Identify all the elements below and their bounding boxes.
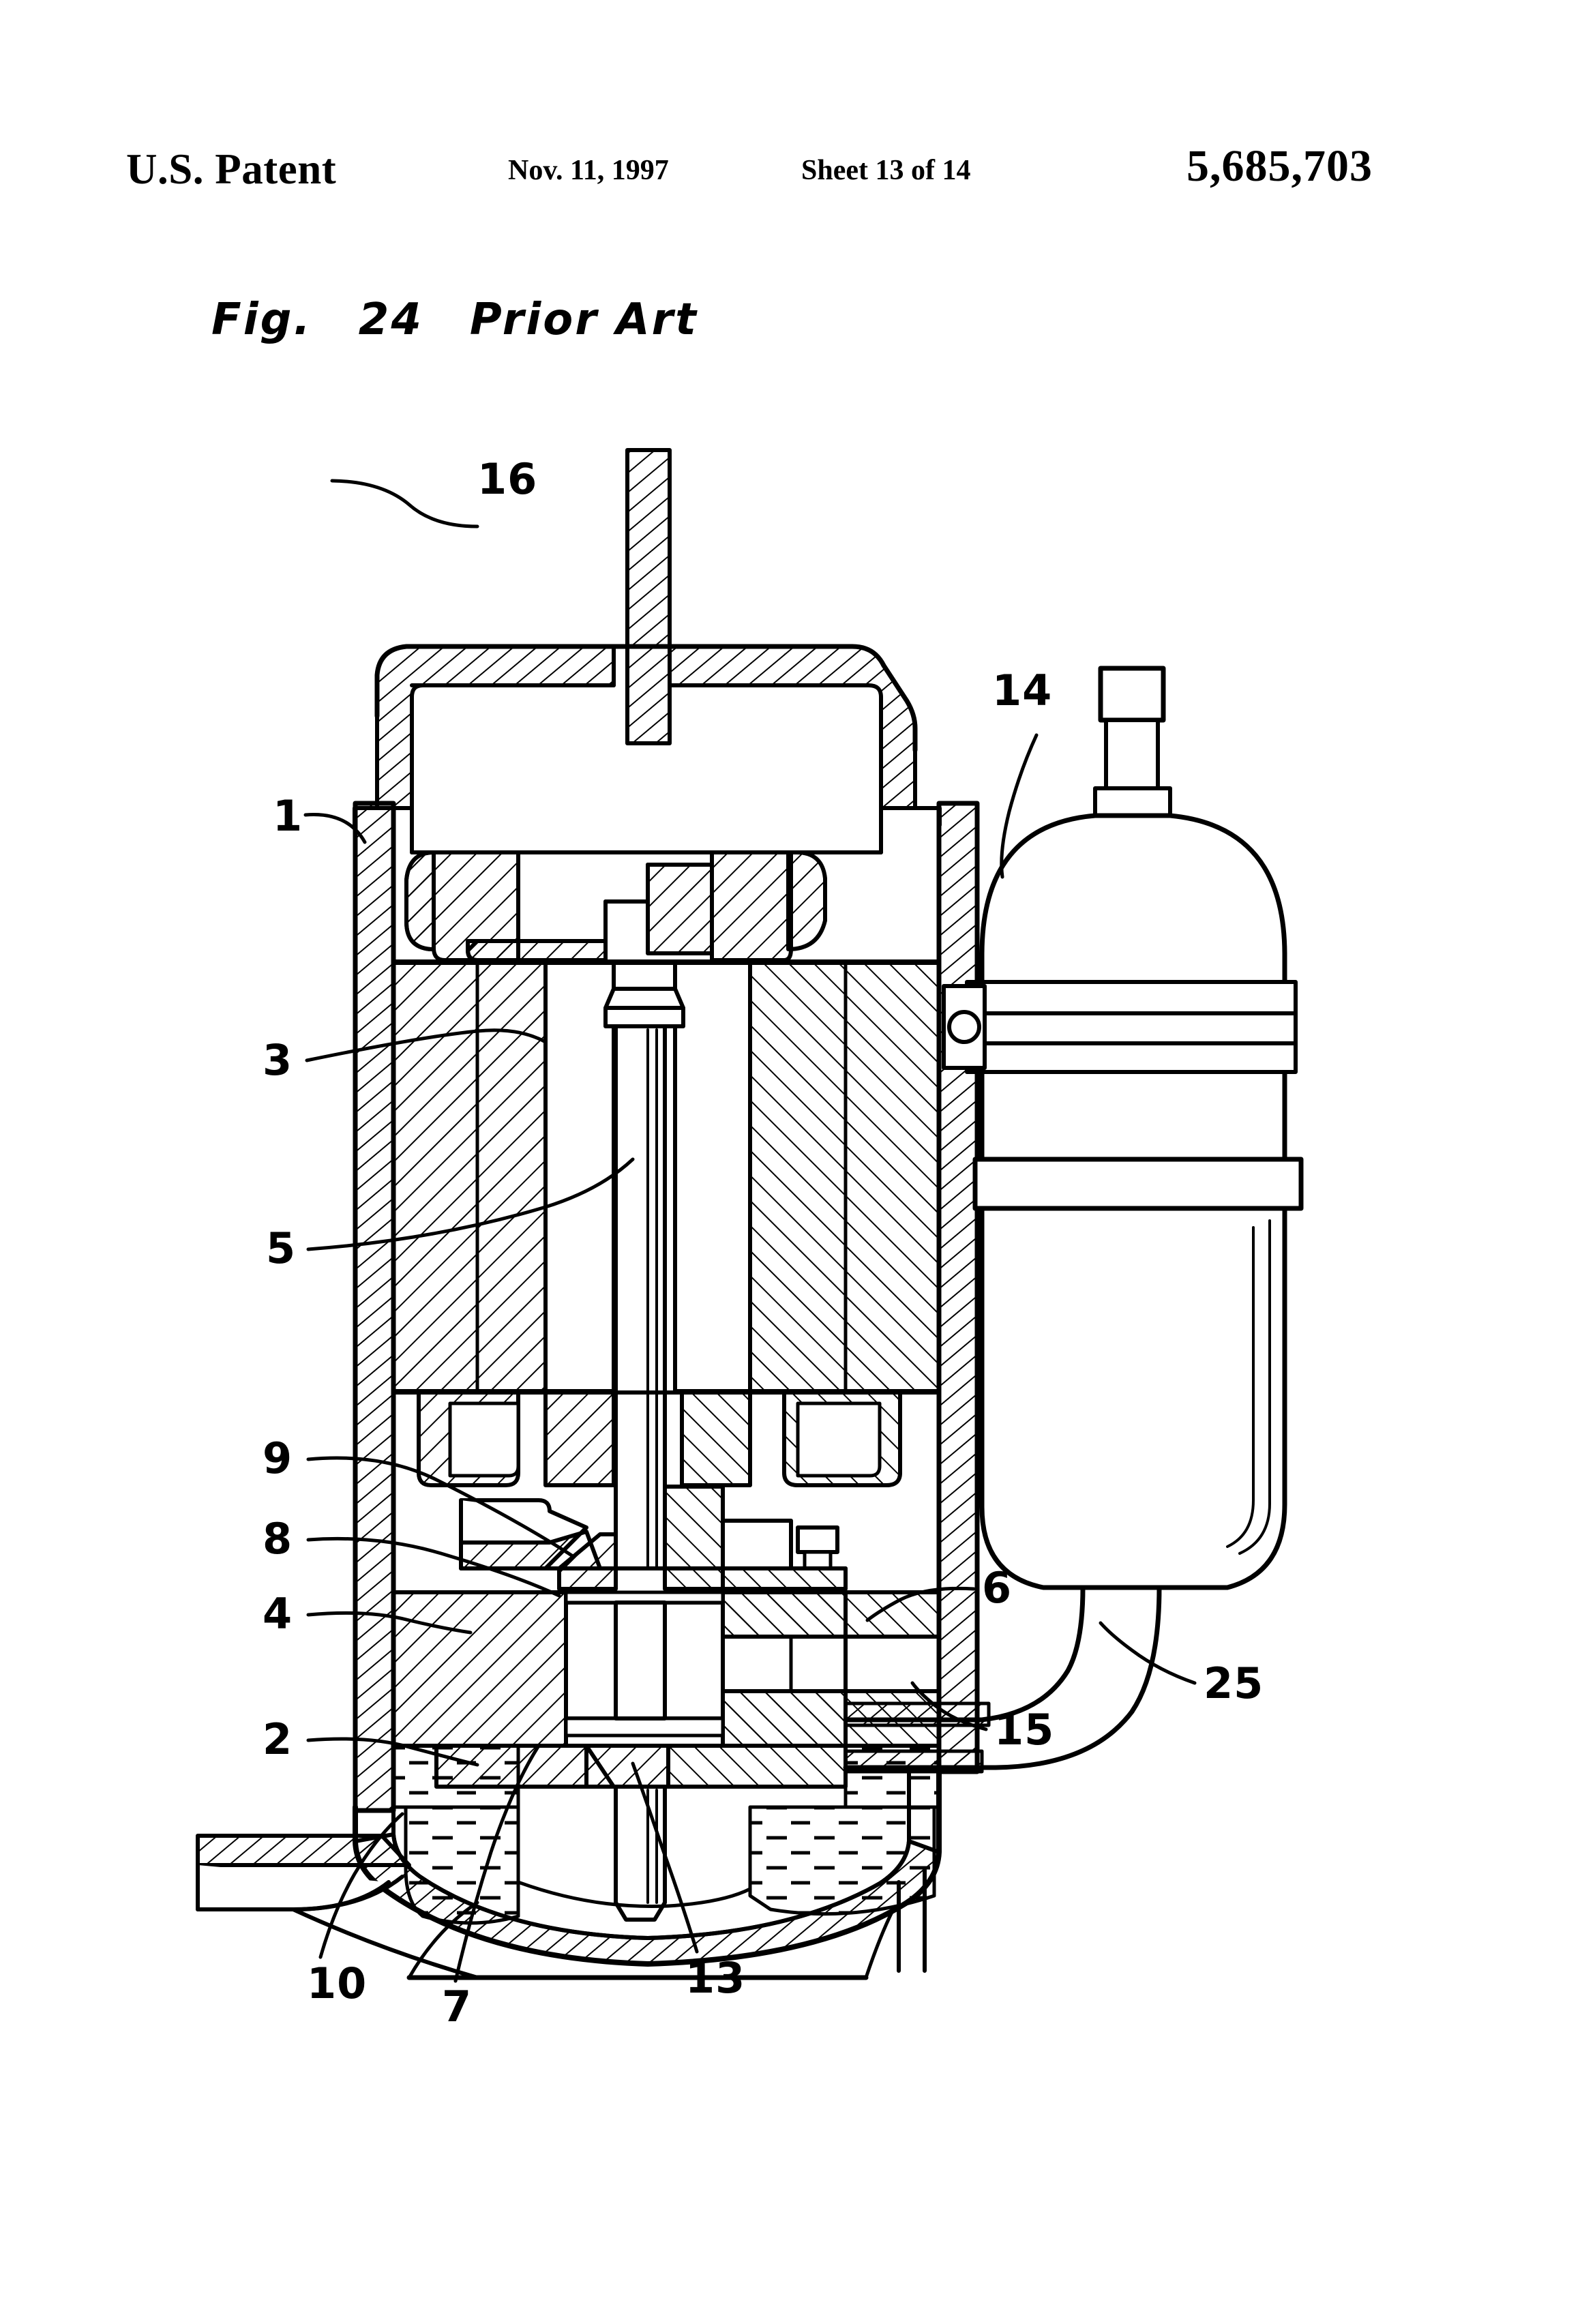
ref-numeral-15: 15	[994, 1705, 1055, 1755]
sheet-number: Sheet 13 of 14	[801, 155, 971, 186]
leader-8	[306, 1536, 561, 1598]
upper-bearing-9	[459, 1485, 848, 1591]
leader-5	[306, 1157, 635, 1251]
patent-number: 5,685,703	[1186, 141, 1373, 191]
page-header: U.S. Patent Nov. 11, 1997 Sheet 13 of 14…	[0, 141, 1582, 206]
leader-15	[910, 1681, 988, 1731]
accumulator-14	[942, 666, 1304, 1590]
leader-1	[303, 813, 367, 844]
patent-office-title: U.S. Patent	[126, 145, 337, 193]
motor-upper-assembly	[391, 850, 941, 964]
patent-date: Nov. 11, 1997	[508, 155, 669, 186]
leader-13	[631, 1761, 699, 1954]
ref-numeral-13: 13	[685, 1953, 746, 2003]
ref-numeral-16: 16	[477, 454, 538, 504]
ref-numeral-25: 25	[1204, 1658, 1264, 1708]
shell-bottom-dome-15	[353, 1769, 942, 1980]
ref-numeral-14: 14	[992, 666, 1053, 715]
leader-2	[306, 1737, 479, 1767]
leader-10	[318, 1812, 404, 1959]
discharge-pipe-16	[625, 448, 672, 745]
ref-numeral-2: 2	[263, 1714, 293, 1764]
drive-shaft	[612, 961, 677, 1570]
leader-6	[865, 1586, 976, 1622]
ref-numeral-3: 3	[263, 1035, 293, 1085]
leader-16	[330, 479, 479, 528]
ref-numeral-10: 10	[307, 1958, 368, 2008]
leader-25	[1099, 1621, 1197, 1685]
leader-3	[305, 1028, 548, 1062]
suction-pipe-25	[843, 1585, 1162, 1774]
ref-numeral-1: 1	[273, 791, 303, 841]
ref-numeral-7: 7	[442, 1982, 473, 2031]
shell-top-cap	[353, 644, 942, 854]
ref-numeral-6: 6	[982, 1563, 1013, 1613]
roller-eccentric-8	[564, 1590, 725, 1738]
ref-numeral-9: 9	[263, 1433, 293, 1483]
figure-label: Fig.	[211, 295, 312, 345]
ref-numeral-5: 5	[266, 1223, 297, 1273]
figure-caption: Fig. 24 Prior Art	[211, 295, 698, 345]
figure-qualifier: Prior Art	[469, 295, 698, 345]
leader-7	[453, 1744, 541, 1983]
motor-rotor-5	[543, 961, 752, 1393]
leader-9	[306, 1456, 575, 1558]
ref-numeral-8: 8	[263, 1514, 293, 1564]
leader-lines	[303, 479, 1197, 1983]
leader-14	[1000, 733, 1039, 879]
ref-numeral-4: 4	[263, 1589, 293, 1639]
figure-number: 24	[358, 295, 423, 345]
leader-4	[306, 1611, 473, 1635]
motor-lower-coil-ends	[391, 1390, 941, 1487]
